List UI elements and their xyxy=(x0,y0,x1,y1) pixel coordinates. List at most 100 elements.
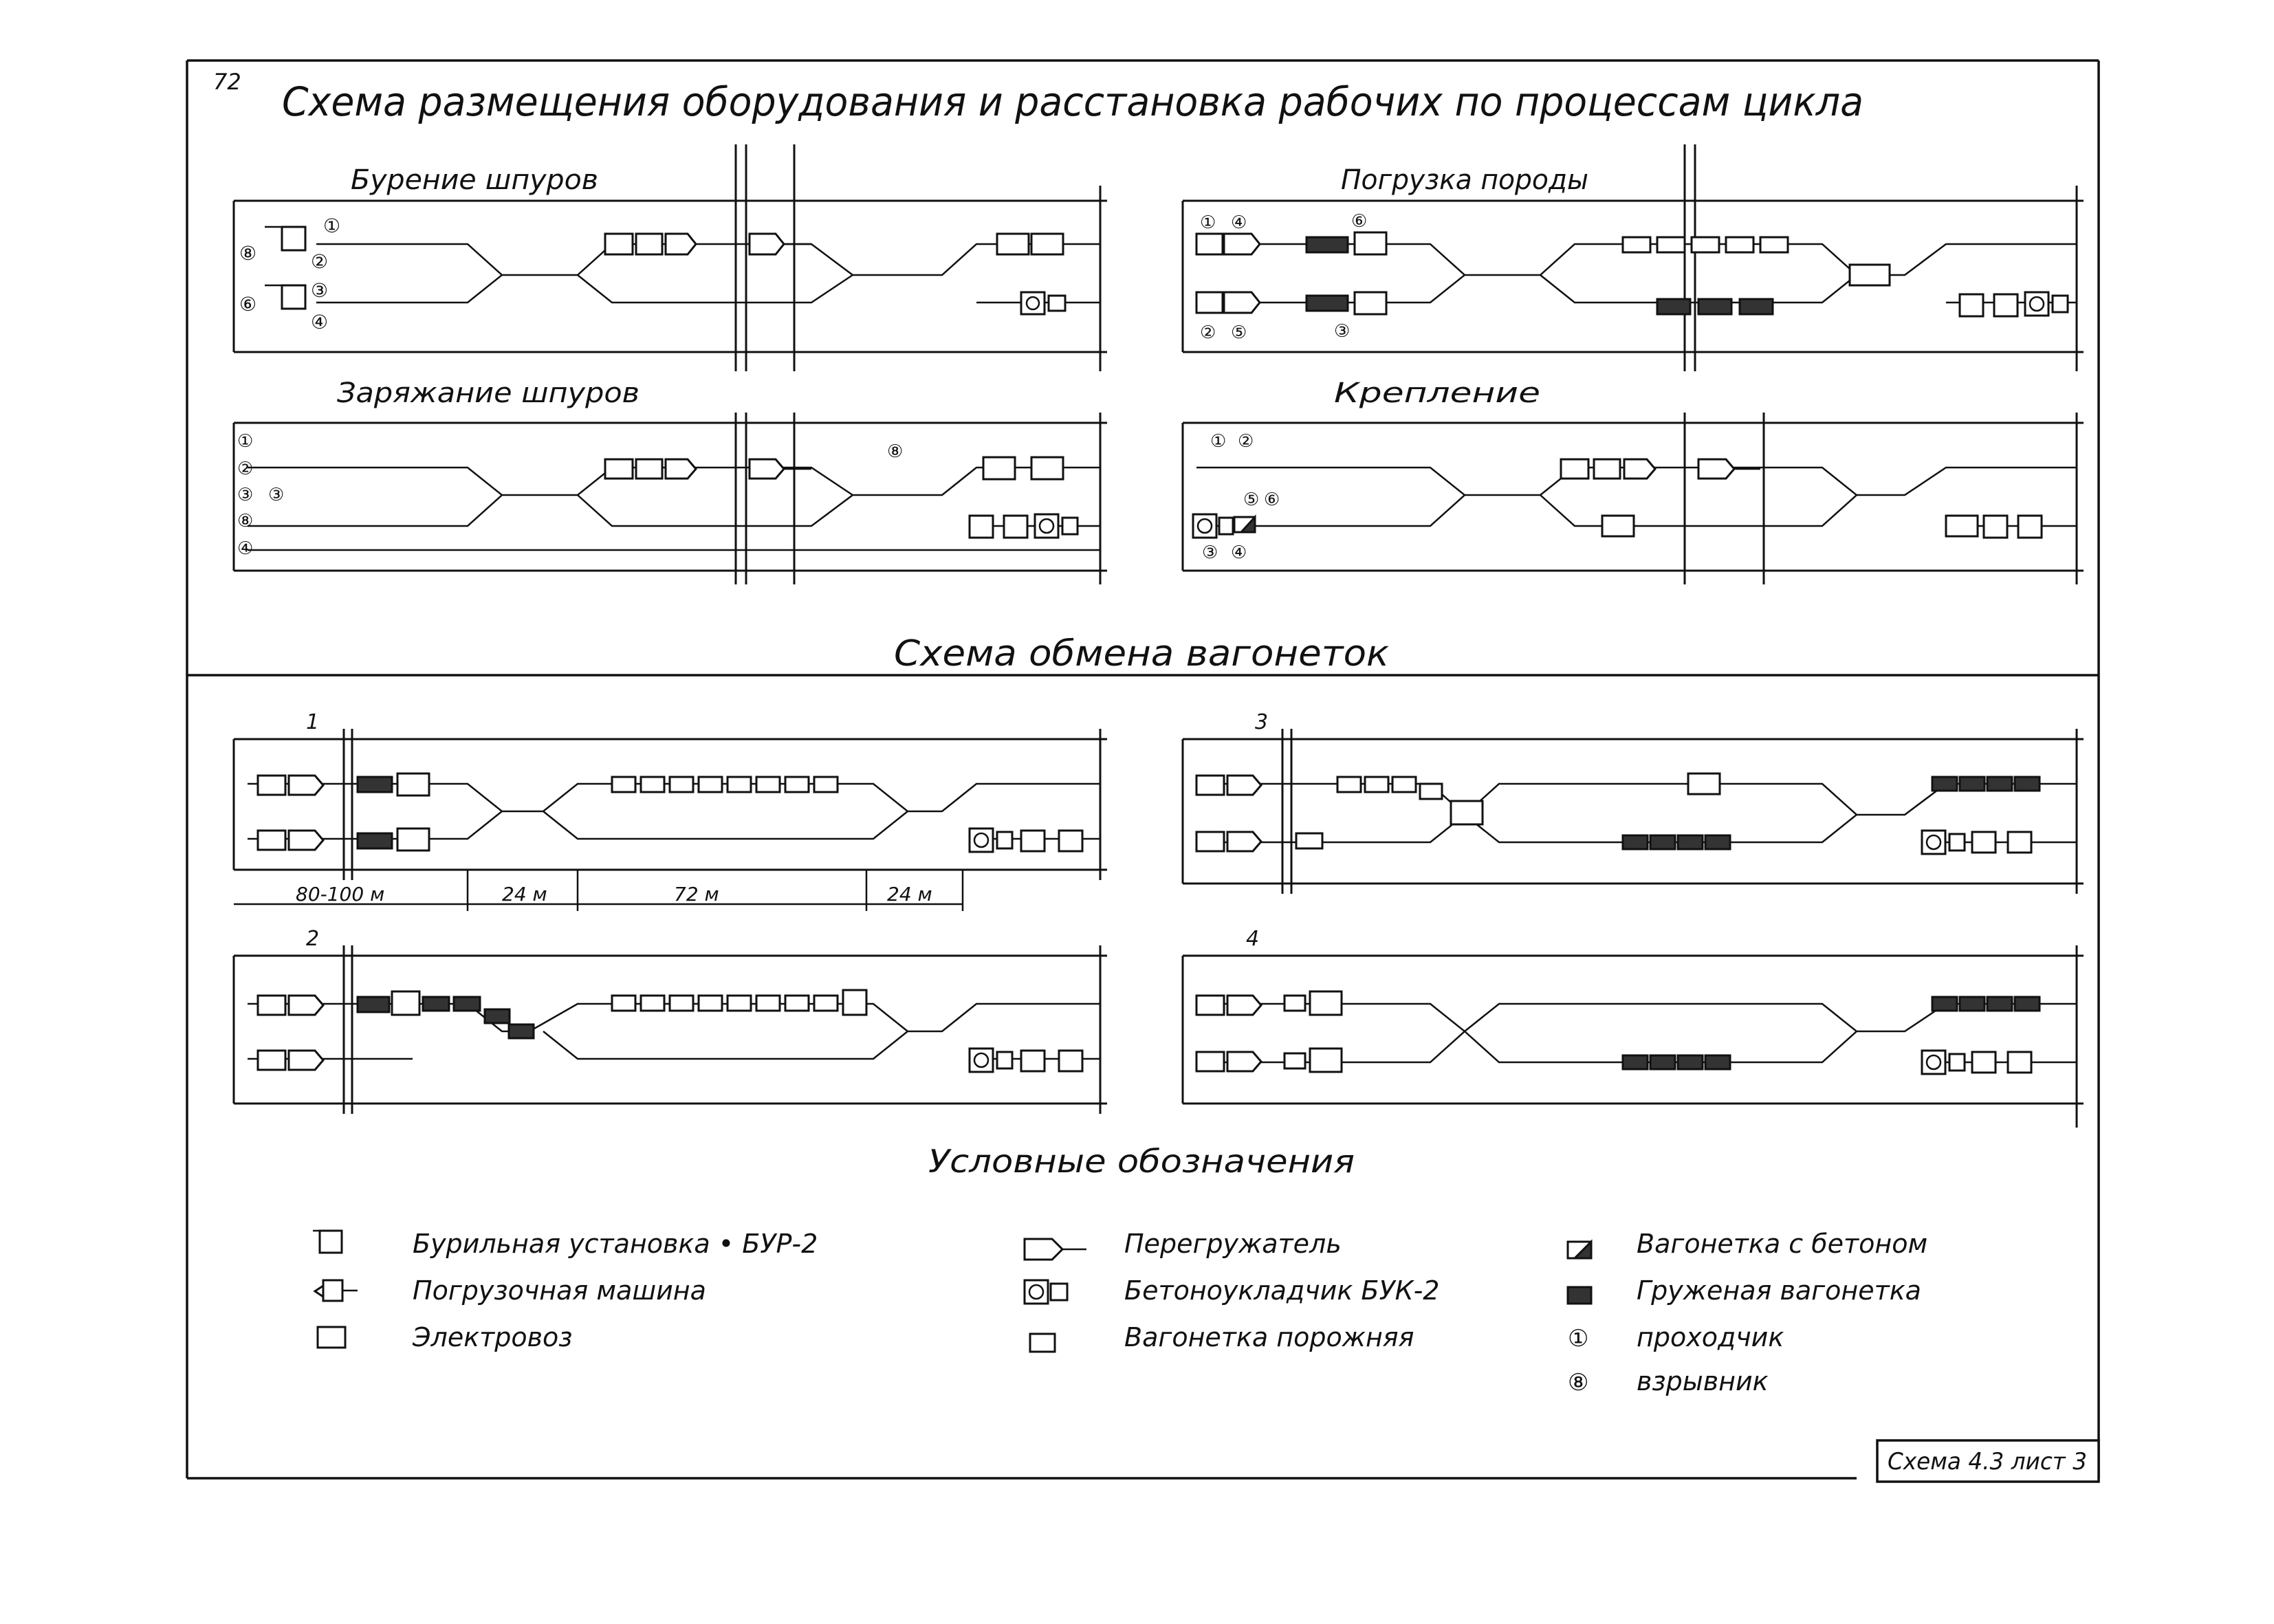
loaded-wagon-icon xyxy=(356,996,535,1040)
dimension-label: 24 м xyxy=(887,883,932,906)
reloader-icon xyxy=(1023,1238,1086,1261)
empty-wagon-icon xyxy=(1283,994,1307,1070)
locomotive-icon xyxy=(1309,990,1343,1073)
worker-mark: ④ xyxy=(1231,542,1247,563)
legend-label: Бурильная установка • БУР-2 xyxy=(413,1229,818,1259)
legend-label: Перегружатель xyxy=(1124,1229,1342,1259)
worker-mark: ④ xyxy=(311,311,328,333)
panel-title-loading: Погрузка породы xyxy=(1341,164,1588,196)
main-title: Схема размещения оборудования и расстано… xyxy=(282,78,1863,125)
empty-wagon-icon xyxy=(611,989,868,1016)
worker-mark: ② xyxy=(311,250,328,273)
dimension-label: 80-100 м xyxy=(296,883,384,906)
locomotive-icon xyxy=(982,456,1064,481)
drill-rig-icon xyxy=(968,514,1029,539)
legend-title: Условные обозначения xyxy=(928,1143,1355,1180)
loader-icon xyxy=(1195,232,1261,314)
legend-label: Груженая вагонетка xyxy=(1637,1275,1921,1306)
worker-mark: ③ xyxy=(237,485,253,505)
concrete-placer-icon xyxy=(1921,829,1966,855)
loader-icon xyxy=(1195,774,1262,853)
loaded-wagon-icon xyxy=(1566,1286,1593,1305)
loaded-wagon-icon xyxy=(1621,776,2041,851)
loader-icon xyxy=(313,1279,358,1302)
page-number: 72 xyxy=(213,69,241,95)
loader-icon xyxy=(1560,458,1657,480)
sheet-id: Схема 4.3 лист 3 xyxy=(1888,1448,2087,1475)
exchange-label: 2 xyxy=(306,927,319,951)
locomotive-icon xyxy=(391,990,421,1016)
locomotive-icon xyxy=(996,232,1064,256)
exchange-scheme-3 xyxy=(1181,729,2084,894)
worker-icon: ① xyxy=(1568,1325,1588,1352)
worker-mark: ⑤ xyxy=(1231,322,1247,343)
worker-mark: ② xyxy=(237,459,253,479)
legend-label: Бетоноукладчик БУК-2 xyxy=(1124,1275,1440,1306)
worker-mark: ① xyxy=(323,215,340,237)
empty-wagon-icon xyxy=(611,776,839,793)
panel-drilling xyxy=(232,144,1107,371)
exchange-scheme-4 xyxy=(1181,945,2084,1128)
worker-mark: ① xyxy=(1210,431,1226,452)
panel-title-drilling: Бурение шпуров xyxy=(351,164,598,196)
concrete-wagon-icon xyxy=(1566,1239,1593,1260)
worker-mark: ⑥ xyxy=(1264,490,1280,510)
panel-support xyxy=(1181,413,2084,584)
empty-wagon-icon xyxy=(1029,1332,1056,1353)
dimension-label: 24 м xyxy=(502,883,547,906)
drill-rig-icon xyxy=(1958,293,2019,318)
exchange-label: 3 xyxy=(1255,710,1268,734)
concrete-placer-icon xyxy=(968,827,1014,853)
worker-mark: ③ xyxy=(268,485,284,505)
panel-charging xyxy=(232,413,1107,584)
legend-label: проходчик xyxy=(1637,1322,1784,1352)
legend-label: Погрузочная машина xyxy=(413,1275,706,1306)
worker-mark: ① xyxy=(237,431,253,452)
panel-loading xyxy=(1181,144,2084,371)
worker-mark: ② xyxy=(1238,431,1254,452)
reloader-icon xyxy=(748,232,811,256)
dimension-label: 72 м xyxy=(674,883,719,906)
panel-title-charging: Заряжание шпуров xyxy=(337,377,639,409)
drill-rig-icon xyxy=(1971,1051,2033,1074)
worker-mark: ⑧ xyxy=(239,242,256,265)
legend-label: Электровоз xyxy=(412,1322,573,1352)
reloader-icon xyxy=(1697,458,1760,480)
legend-label: Вагонетка порожняя xyxy=(1124,1322,1414,1352)
loaded-wagon-icon xyxy=(1621,996,2041,1071)
worker-mark: ⑥ xyxy=(1351,211,1367,232)
exchange-label: 1 xyxy=(306,710,319,734)
concrete-wagon-icon xyxy=(1233,514,1256,534)
concrete-placer-icon xyxy=(1192,513,1234,539)
drill-rig-icon xyxy=(1982,514,2043,539)
locomotive-icon xyxy=(1450,772,1721,826)
worker-mark: ⑧ xyxy=(237,511,253,531)
concrete-placer-icon xyxy=(968,1047,1014,1073)
worker-mark: ③ xyxy=(311,279,328,302)
panel-title-support: Крепление xyxy=(1334,377,1540,409)
loader-icon xyxy=(604,458,697,480)
worker-mark: ④ xyxy=(1231,212,1247,233)
sheet-stamp xyxy=(1876,1439,2100,1483)
drill-rig-icon xyxy=(1020,829,1084,853)
worker-mark: ⑤ xyxy=(1243,490,1259,510)
worker-mark: ③ xyxy=(1202,542,1218,563)
worker-mark: ③ xyxy=(1334,321,1350,342)
legend-label: Вагонетка с бетоном xyxy=(1637,1229,1927,1259)
reloader-icon xyxy=(748,458,811,480)
concrete-placer-icon xyxy=(1921,1049,1966,1075)
exchange-title: Схема обмена вагонеток xyxy=(894,633,1390,674)
legend-label: взрывник xyxy=(1637,1366,1769,1396)
drill-rig-icon xyxy=(313,1229,343,1254)
concrete-placer-icon xyxy=(1023,1279,1069,1305)
exchange-scheme-2 xyxy=(232,945,1107,1114)
locomotive-icon xyxy=(316,1326,347,1349)
locomotive-icon xyxy=(396,772,430,852)
concrete-placer-icon xyxy=(2024,291,2069,317)
loaded-wagon-icon xyxy=(356,776,393,850)
loader-icon xyxy=(256,994,325,1071)
drill-rig-icon xyxy=(1971,831,2033,854)
drill-rig-icon xyxy=(1020,1049,1084,1073)
drill-rig-icon xyxy=(265,226,307,310)
